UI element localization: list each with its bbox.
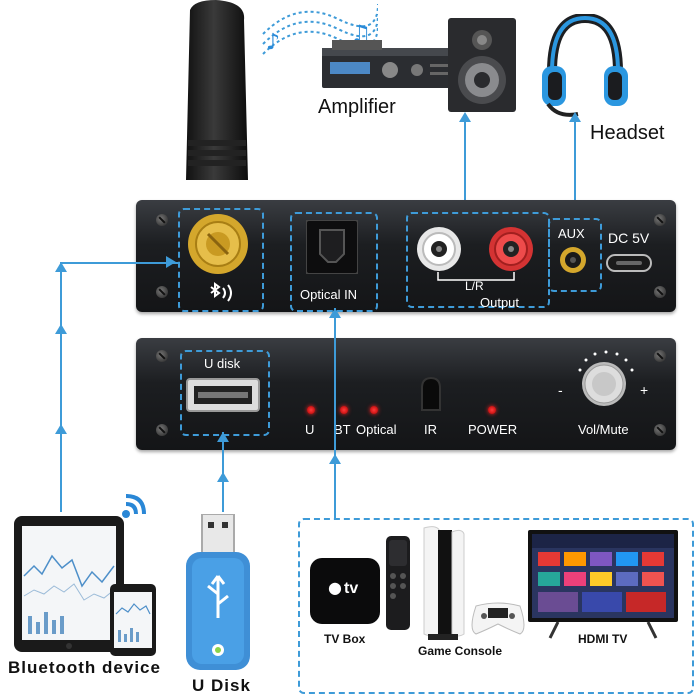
connector-line <box>574 121 576 201</box>
arrow-up-icon <box>55 324 67 334</box>
arrow-up-icon <box>217 472 229 482</box>
speaker-image <box>448 18 516 112</box>
antenna-connector-icon <box>186 212 250 276</box>
dc-label: DC 5V <box>608 230 650 246</box>
lr-bracket <box>436 272 516 286</box>
screw-icon <box>156 214 168 226</box>
remote-image <box>386 536 410 630</box>
screw-icon <box>654 286 666 298</box>
antenna-port-box <box>178 208 264 312</box>
screw-icon <box>156 424 168 436</box>
tv-box-image <box>310 556 380 626</box>
ir-label: IR <box>424 422 437 437</box>
aux-port-box <box>548 218 602 292</box>
arrow-up-icon <box>329 308 341 318</box>
connector-line <box>60 262 178 264</box>
screw-icon <box>654 424 666 436</box>
controller-image <box>470 600 526 636</box>
hdmi-tv-label: HDMI TV <box>578 632 628 646</box>
usb-c-port-icon <box>606 254 652 272</box>
amplifier-image <box>322 40 456 92</box>
apple-logo-icon: ● <box>328 578 342 597</box>
headset-image <box>538 12 632 120</box>
rca-white-jack-icon <box>416 226 462 272</box>
connector-line <box>60 262 62 512</box>
headset-label: Headset <box>590 122 665 144</box>
ir-sensor-icon <box>420 376 442 412</box>
u-led-label: U <box>305 422 315 437</box>
tablet-image <box>14 516 124 652</box>
tv-box-label: TV Box <box>324 632 366 646</box>
antenna-image <box>176 0 260 220</box>
arrow-up-icon <box>329 454 341 464</box>
power-label: POWER <box>468 422 518 437</box>
bt-led-icon <box>340 406 348 414</box>
u-disk-label: U Disk <box>192 676 251 695</box>
music-note-icon: ♪ <box>266 30 281 55</box>
phone-image <box>110 584 156 656</box>
game-console-label: Game Console <box>418 644 503 658</box>
optical-led-label: Optical <box>356 422 397 437</box>
wifi-signal-icon <box>118 488 158 522</box>
optical-led-icon <box>370 406 378 414</box>
rca-red-jack-icon <box>488 226 534 272</box>
connector-line <box>464 121 466 201</box>
power-led-icon <box>488 406 496 414</box>
optical-in-label: Optical IN <box>300 287 358 302</box>
appletv-label: tv <box>344 580 359 597</box>
media-devices-box <box>298 518 694 694</box>
arrow-up-icon <box>55 424 67 434</box>
screw-icon <box>654 350 666 362</box>
aux-label: AUX <box>558 226 585 241</box>
hdmi-tv-image <box>528 530 678 640</box>
lr-label: L/R <box>465 279 484 293</box>
bluetooth-icon <box>203 282 243 304</box>
bt-led-label: BT <box>334 422 351 437</box>
connector-line <box>334 308 336 518</box>
arrow-up-icon <box>217 432 229 442</box>
volume-minus-label: - <box>558 382 563 398</box>
vol-mute-label: Vol/Mute <box>578 422 629 437</box>
usb-port-icon <box>186 378 260 412</box>
output-label: Output <box>480 295 520 310</box>
optical-port-icon <box>305 219 359 275</box>
bluetooth-device-label: Bluetooth device <box>8 658 161 677</box>
arrow-right-icon <box>166 256 176 268</box>
u-disk-port-label: U disk <box>204 356 241 371</box>
screw-icon <box>654 214 666 226</box>
arrow-up-icon <box>569 112 581 122</box>
volume-plus-label: + <box>640 382 649 398</box>
arrow-up-icon <box>459 112 471 122</box>
aux-jack-icon <box>559 246 587 274</box>
game-console-image <box>418 524 468 642</box>
u-disk-image <box>178 513 258 674</box>
screw-icon <box>156 350 168 362</box>
screw-icon <box>156 286 168 298</box>
volume-knob[interactable] <box>568 346 638 416</box>
amplifier-label: Amplifier <box>318 96 396 118</box>
u-led-icon <box>307 406 315 414</box>
